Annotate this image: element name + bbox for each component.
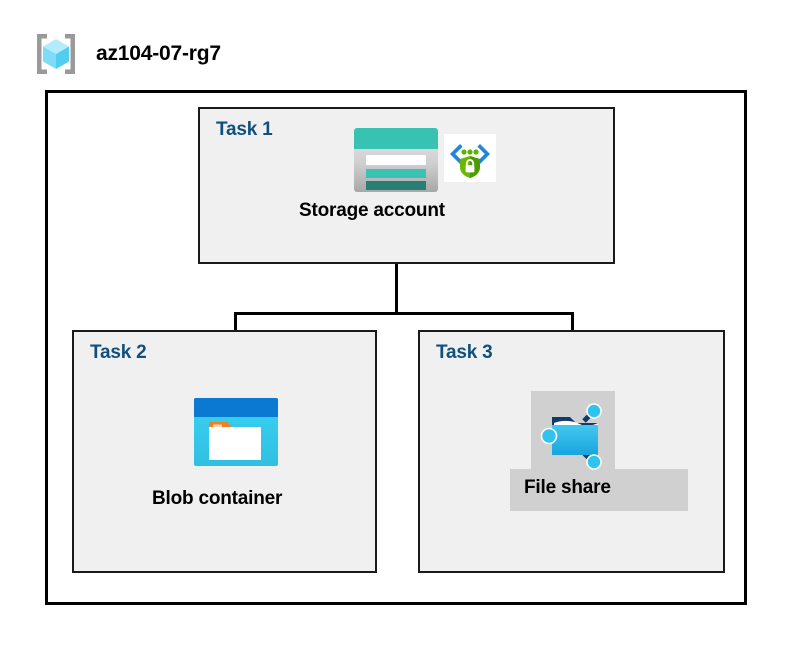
resource-group-header: az104-07-rg7	[30, 28, 221, 80]
blob-container-icon[interactable]	[192, 396, 280, 468]
storage-account-label: Storage account	[299, 200, 445, 221]
resource-group-cube-icon	[30, 28, 82, 80]
task-3-label: Task 3	[436, 342, 493, 363]
blob-container-label: Blob container	[152, 488, 283, 509]
file-share-label: File share	[524, 477, 611, 498]
storage-account-icon[interactable]	[352, 126, 440, 194]
task-2-label: Task 2	[90, 342, 147, 363]
connector-horizontal-bus	[234, 312, 574, 315]
file-share-label-highlight	[510, 469, 688, 511]
encryption-shield-icon[interactable]	[444, 134, 496, 182]
resource-group-name: az104-07-rg7	[96, 42, 221, 65]
task-1-label: Task 1	[216, 119, 273, 140]
resource-group-container	[45, 90, 747, 605]
connector-storage-trunk	[395, 228, 398, 314]
file-share-icon[interactable]	[534, 391, 614, 471]
